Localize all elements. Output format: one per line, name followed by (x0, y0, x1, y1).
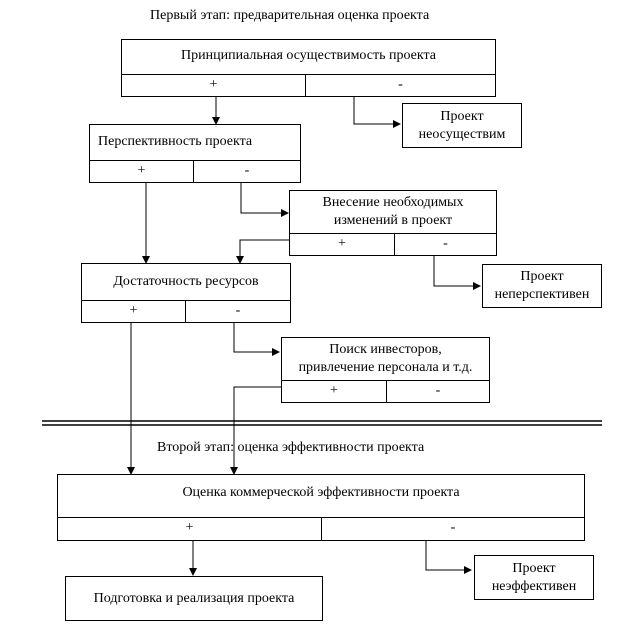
node-feasibility-label: Принципиальная осуществимость проекта (181, 48, 436, 63)
result-infeasible-line2: неосуществим (418, 126, 506, 142)
node-commercial-plus: + (185, 520, 194, 535)
stage1-title: Первый этап: предварительная оценка прое… (150, 8, 430, 23)
node-commercial-outcomes: + - (58, 517, 584, 540)
arrow-feasibility-minus (353, 97, 401, 128)
result-unpromising-line2: неперспективен (494, 287, 590, 302)
node-investors-plus: + (330, 383, 338, 398)
node-investors-label-line2: привлечение персонала и т.д. (298, 360, 473, 375)
arrow-perspective-minus (240, 183, 289, 217)
node-commercial-minus: - (321, 518, 584, 540)
node-investors-minus: - (386, 381, 489, 402)
node-changes-label: Внесение необходимых изменений в проект (290, 194, 496, 230)
arrow-commercial-minus (425, 541, 472, 574)
node-resources-label: Достаточность ресурсов (113, 274, 259, 289)
node-changes-label-line2: изменений в проект (333, 213, 453, 228)
stage2-title: Второй этап: оценка эффективности проект… (157, 440, 425, 455)
result-unpromising: Проект неперспективен (482, 264, 602, 308)
arrow-investors-plus (230, 386, 282, 475)
node-resources-minus: - (185, 301, 290, 322)
node-perspective-minus: - (193, 161, 300, 182)
node-perspective-plus: + (137, 163, 146, 178)
node-changes-minus: - (394, 234, 496, 255)
result-inefficient-line1: Проект (512, 560, 556, 576)
result-implementation: Подготовка и реализация проекта (65, 576, 323, 621)
node-investors: Поиск инвесторов, привлечение персонала … (281, 337, 490, 403)
arrow-changes-plus (236, 239, 290, 264)
result-inefficient-line2: неэффективен (491, 578, 577, 594)
node-changes-outcomes: + - (290, 233, 496, 255)
node-investors-label-line1: Поиск инвесторов, (329, 342, 442, 357)
node-commercial: Оценка коммерческой эффективности проект… (57, 474, 585, 541)
node-resources-outcomes: + - (82, 300, 290, 322)
node-feasibility-minus: - (305, 75, 495, 96)
result-unpromising-line1: Проект (520, 269, 564, 284)
node-feasibility-plus: + (209, 77, 218, 92)
node-perspective-label: Перспективность проекта (98, 134, 253, 149)
arrow-resources-minus (233, 323, 280, 356)
node-feasibility-outcomes: + - (122, 74, 495, 96)
node-perspective-outcomes: + - (90, 160, 300, 182)
node-changes-label-line1: Внесение необходимых (322, 195, 464, 210)
arrow-changes-minus (433, 256, 481, 290)
node-feasibility: Принципиальная осуществимость проекта + … (121, 39, 496, 97)
node-commercial-label: Оценка коммерческой эффективности проект… (182, 485, 460, 500)
result-inefficient: Проект неэффективен (474, 555, 594, 600)
node-investors-outcomes: + - (282, 380, 489, 402)
node-investors-label: Поиск инвесторов, привлечение персонала … (282, 341, 489, 377)
node-changes: Внесение необходимых изменений в проект … (289, 190, 497, 256)
node-perspective: Перспективность проекта + - (89, 124, 301, 183)
result-infeasible-line1: Проект (440, 108, 484, 124)
node-resources: Достаточность ресурсов + - (81, 263, 291, 323)
result-infeasible: Проект неосуществим (402, 103, 522, 148)
node-changes-plus: + (338, 236, 346, 251)
node-resources-plus: + (129, 303, 138, 318)
